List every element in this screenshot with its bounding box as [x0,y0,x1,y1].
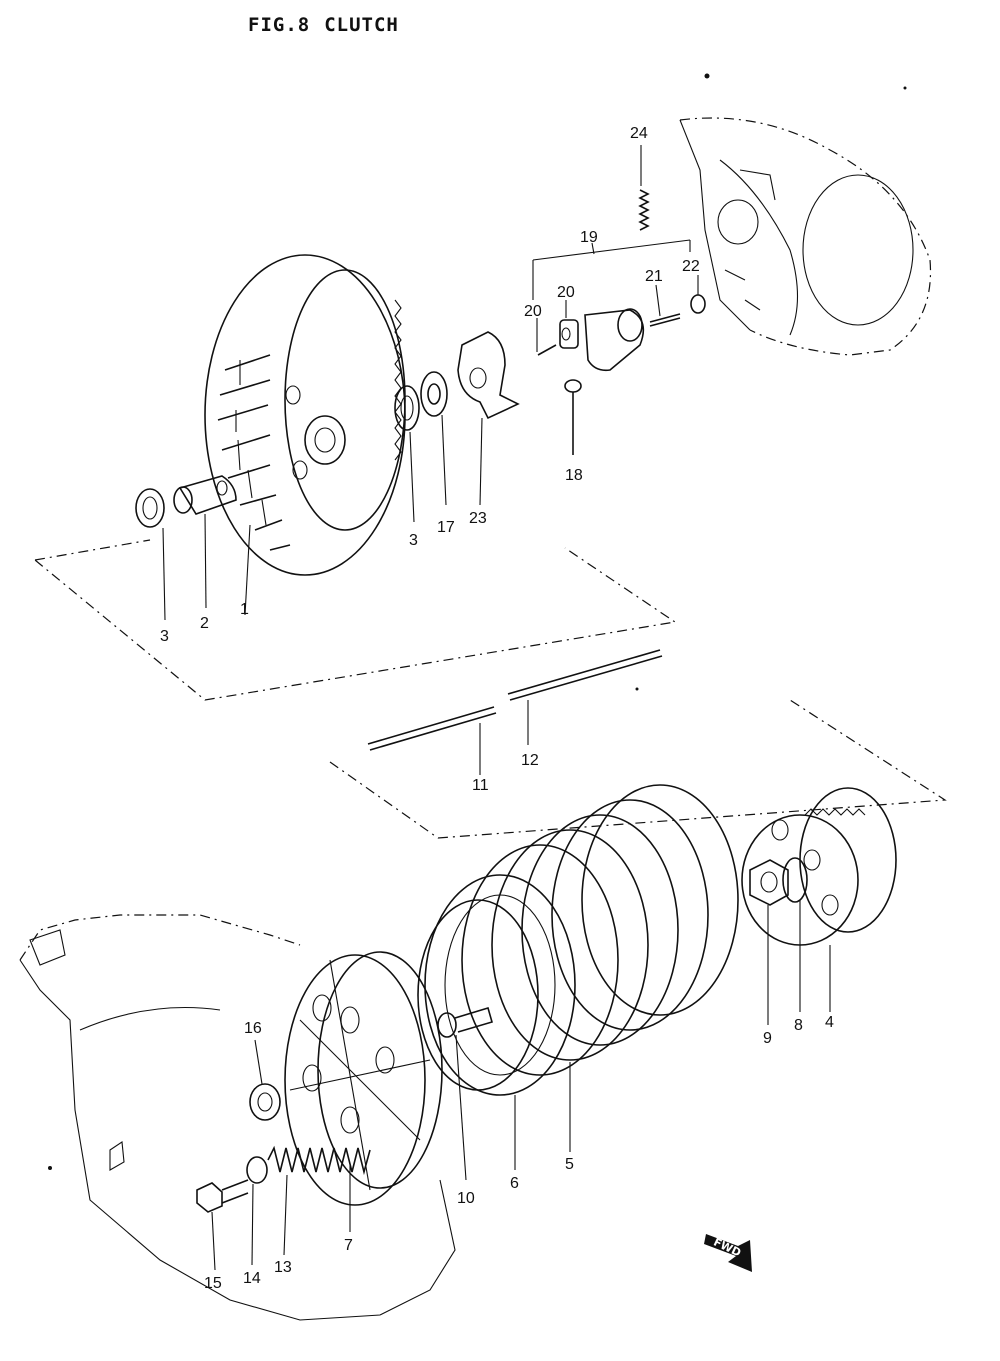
callout-10: 10 [457,1190,475,1207]
callout-7: 7 [344,1237,353,1254]
fwd-label: FWD [711,1236,743,1260]
part-10-push-piece [437,1006,493,1181]
callout-6: 6 [510,1175,519,1192]
part-7-pressure-plate [284,951,443,1232]
callout-15: 15 [204,1275,222,1292]
right-crankcase-cover [679,117,932,356]
callout-24: 24 [630,125,648,142]
part-15-bolt [196,1179,249,1271]
callout-13: 13 [274,1259,292,1276]
callout-5: 5 [565,1156,574,1173]
assembly-outline-middle [329,699,947,839]
callout-23: 23 [469,510,487,527]
part-3-washer-upper [394,385,420,523]
part-14-washer [246,1156,268,1266]
callout-22: 22 [682,258,700,275]
callout-16: 16 [244,1020,262,1037]
callout-19: 19 [580,229,598,246]
part-9-nut [749,859,789,1025]
callout-1: 1 [240,601,249,618]
part-4-clutch-hub [741,787,897,1012]
callout-2: 2 [200,615,209,632]
callout-18: 18 [565,467,583,484]
release-mechanism [536,275,706,372]
part-19-bracket [532,239,691,300]
callout-4: 4 [825,1014,834,1031]
callout-20-right: 20 [557,284,575,301]
part-5-drive-plates [461,784,739,1152]
part-23-plate [457,331,520,506]
part-1-clutch-housing [204,254,406,616]
figure-title: FIG.8 CLUTCH [248,14,413,36]
callout-3-lower: 3 [160,628,169,645]
part-18-screw [564,379,582,455]
callout-3-upper: 3 [409,532,418,549]
left-crankcase-cover [19,914,456,1321]
figure-number: FIG.8 [248,14,311,36]
callout-17: 17 [437,519,455,536]
part-24-spring [638,145,650,231]
part-8-lock-washer [782,857,808,1012]
callout-20-left: 20 [524,303,542,320]
part-13-spring [267,1145,371,1256]
part-16-bushing [249,1039,281,1121]
callout-8: 8 [794,1017,803,1034]
callout-21: 21 [645,268,663,285]
part-2-sleeve [173,475,237,609]
forward-direction-marker: FWD [704,1234,752,1272]
figure-name: CLUTCH [324,14,399,36]
callout-9: 9 [763,1030,772,1047]
callout-14: 14 [243,1270,261,1287]
callout-12: 12 [521,752,539,769]
part-11-rod [367,706,497,775]
part-6-driven-plates [417,874,576,1170]
part-3-washer-lower [135,488,166,621]
callout-labels: 1 2 3 3 4 5 6 7 8 9 10 11 12 13 14 15 16… [160,125,834,1292]
assembly-outline-upper [34,539,677,701]
part-12-rod [507,649,663,745]
callout-11: 11 [472,777,489,794]
part-17-bearing [420,371,448,506]
